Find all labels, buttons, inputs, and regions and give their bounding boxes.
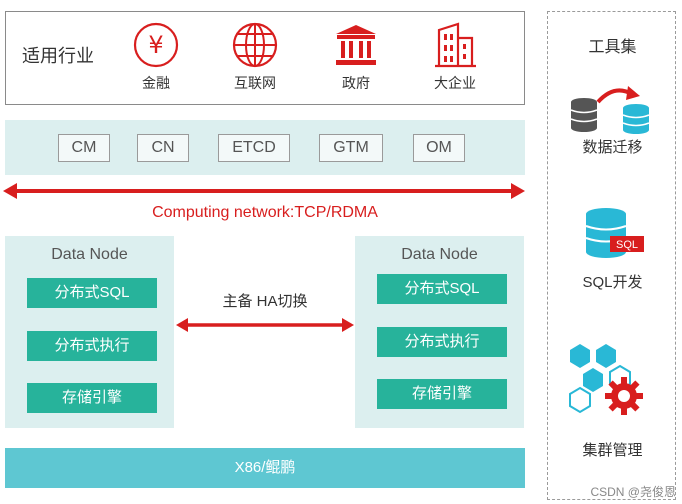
cluster-gear-icon xyxy=(569,344,643,415)
industry-label: 政府 xyxy=(342,75,370,91)
industry-label: 互联网 xyxy=(234,75,276,91)
data-node-panel-left: Data Node 分布式SQL 分布式执行 存储引擎 xyxy=(5,236,174,428)
component-om: OM xyxy=(413,134,465,162)
sql-badge-text: SQL xyxy=(616,239,638,251)
svg-text:¥: ¥ xyxy=(148,31,163,59)
office-building-icon xyxy=(435,22,476,68)
function-distributed-sql: 分布式SQL xyxy=(27,278,157,308)
data-node-panel-right: Data Node 分布式SQL 分布式执行 存储引擎 xyxy=(355,236,524,428)
tools-title: 工具集 xyxy=(588,39,637,56)
component-cm: CM xyxy=(58,134,110,162)
data-node-title: Data Node xyxy=(401,246,478,263)
network-label: Computing network:TCP/RDMA xyxy=(152,204,378,221)
yen-coin-icon: ¥ xyxy=(133,22,179,68)
network-double-arrow xyxy=(3,183,525,199)
component-cn: CN xyxy=(137,134,189,162)
watermark: CSDN @尧俊恩 xyxy=(590,485,676,499)
industry-title: 适用行业 xyxy=(22,46,94,66)
function-storage-engine: 存储引擎 xyxy=(27,383,157,413)
function-storage-engine: 存储引擎 xyxy=(377,379,507,409)
tool-label-sql: SQL开发 xyxy=(582,274,643,291)
sql-database-icon: SQL xyxy=(585,208,644,258)
data-node-title: Data Node xyxy=(51,246,128,263)
industry-item-government: 政府 xyxy=(316,20,396,93)
component-etcd: ETCD xyxy=(218,134,290,162)
industry-item-internet: 互联网 xyxy=(215,20,295,93)
tool-label-cluster: 集群管理 xyxy=(582,442,643,459)
function-distributed-execution: 分布式执行 xyxy=(377,327,507,357)
function-distributed-sql: 分布式SQL xyxy=(377,274,507,304)
industry-label: 大企业 xyxy=(434,75,476,91)
government-building-icon xyxy=(336,25,376,65)
tool-label-migration: 数据迁移 xyxy=(582,139,643,156)
hardware-base-bar: X86/鲲鹏 xyxy=(5,448,525,488)
industry-item-finance: ¥ 金融 xyxy=(116,20,196,93)
industry-item-enterprise: 大企业 xyxy=(415,20,495,93)
tools-panel: 工具集 数据迁移 xyxy=(547,11,676,500)
ha-label: 主备 HA切换 xyxy=(222,293,308,310)
globe-icon xyxy=(232,22,278,68)
component-bar: CM CN ETCD GTM OM xyxy=(5,120,525,175)
component-gtm: GTM xyxy=(319,134,383,162)
function-distributed-execution: 分布式执行 xyxy=(27,331,157,361)
ha-double-arrow xyxy=(176,318,354,332)
database-migration-icon xyxy=(570,86,650,134)
industry-label: 金融 xyxy=(142,75,170,91)
